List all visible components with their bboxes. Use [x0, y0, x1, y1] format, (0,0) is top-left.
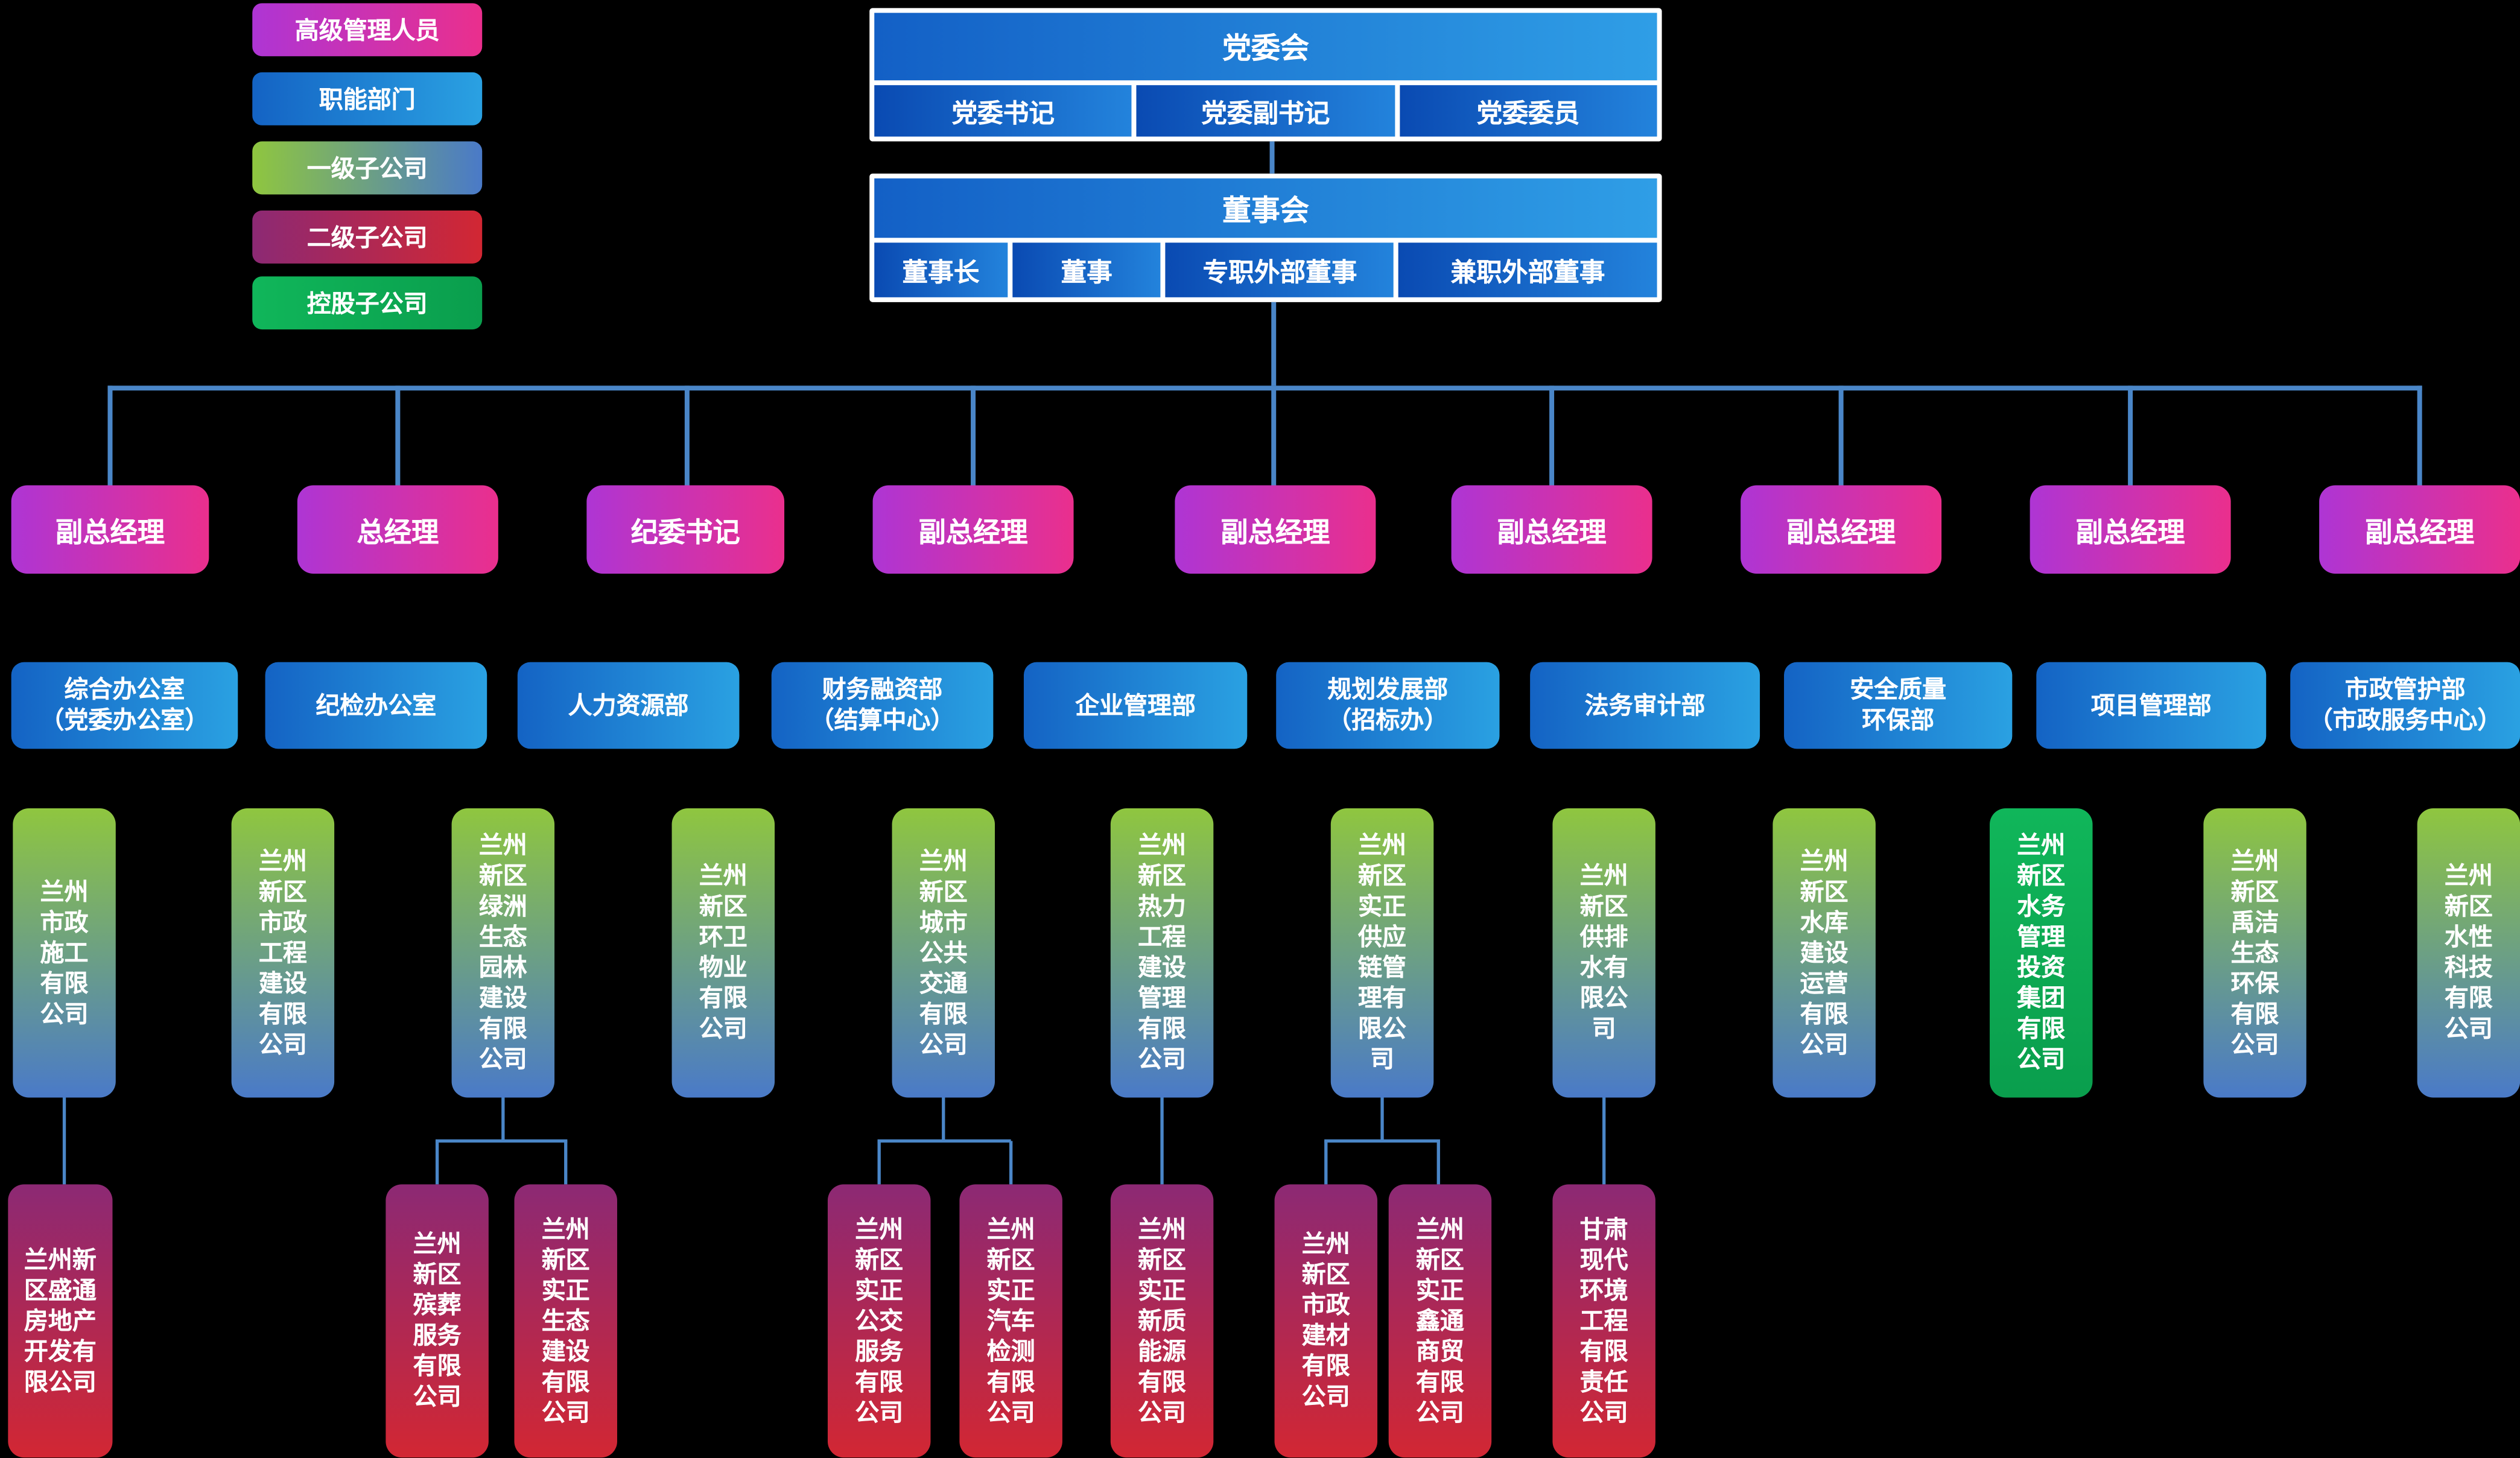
connector-line: [107, 385, 113, 486]
subsidiary-level1-node-2: 兰州新区市政工程建设有限公司: [231, 808, 335, 1098]
party-committee-title: 党委会: [874, 13, 1657, 81]
connector-line: [877, 1141, 881, 1185]
department-node-project-management: 项目管理部: [2036, 662, 2267, 749]
connector-line: [1380, 1097, 1384, 1141]
subsidiary-level1-node-6: 兰州新区热力工程建设管理有限公司: [1110, 808, 1214, 1098]
subsidiary-level1-node-4: 兰州新区环卫物业有限公司: [671, 808, 775, 1098]
management-node-deputy-gm-4: 副总经理: [1451, 485, 1652, 574]
connector-line: [1324, 1139, 1440, 1143]
connector-line: [564, 1141, 568, 1185]
department-node-safety-quality-environment: 安全质量 环保部: [1784, 662, 2013, 749]
connector-line: [395, 385, 401, 486]
subsidiary-level2-node-2: 兰州新区殡葬服务有限公司: [386, 1184, 489, 1458]
legend-item-functional-department: 职能部门: [252, 72, 483, 125]
board-member-parttime-external: 兼职外部董事: [1398, 242, 1657, 297]
board-member-director: 董事: [1012, 242, 1161, 297]
connector-line: [1271, 385, 1277, 486]
party-committee-block: 党委会 党委书记 党委副书记 党委委员: [869, 8, 1662, 142]
subsidiary-level1-node-11: 兰州新区禹洁生态环保有限公司: [2203, 808, 2306, 1098]
legend-item-level1-subsidiary: 一级子公司: [252, 141, 483, 195]
connector-line: [877, 1139, 1011, 1143]
party-member-committee-member: 党委委员: [1399, 85, 1657, 137]
party-member-secretary: 党委书记: [874, 85, 1132, 137]
subsidiary-level2-node-6: 兰州新区实正新质能源有限公司: [1110, 1184, 1214, 1458]
subsidiary-level2-node-7: 兰州新区市政建材有限公司: [1274, 1184, 1378, 1458]
legend-item-senior-management: 高级管理人员: [252, 3, 483, 57]
department-node-municipal-maintenance: 市政管护部 （市政服务中心）: [2290, 662, 2520, 749]
connector-line: [1549, 385, 1555, 486]
connector-line: [1838, 385, 1844, 486]
connector-line: [435, 1139, 568, 1143]
management-node-deputy-gm-6: 副总经理: [2030, 485, 2231, 574]
subsidiary-level2-node-3: 兰州新区实正生态建设有限公司: [514, 1184, 617, 1458]
party-member-deputy-secretary: 党委副书记: [1137, 85, 1395, 137]
connector-line: [2128, 385, 2133, 486]
subsidiary-level1-node-12: 兰州新区水性科技有限公司: [2417, 808, 2520, 1098]
subsidiary-level1-node-8: 兰州新区供排水有限公司: [1552, 808, 1655, 1098]
department-node-general-office: 综合办公室 （党委办公室）: [11, 662, 238, 749]
subsidiary-level1-node-7: 兰州新区实正供应链管理有限公司: [1330, 808, 1434, 1098]
connector-line: [2417, 385, 2422, 486]
subsidiary-level2-node-9: 甘肃现代环境工程有限责任公司: [1552, 1184, 1655, 1458]
legend-item-level2-subsidiary: 二级子公司: [252, 210, 483, 264]
management-node-discipline-secretary: 纪委书记: [586, 485, 785, 574]
connector-line: [942, 1097, 945, 1141]
management-node-deputy-gm-7: 副总经理: [2319, 485, 2520, 574]
subsidiary-level1-node-5: 兰州新区城市公共交通有限公司: [892, 808, 995, 1098]
board-member-fulltime-external: 专职外部董事: [1166, 242, 1394, 297]
connector-line: [971, 385, 976, 486]
management-node-deputy-gm-1: 副总经理: [11, 485, 209, 574]
connector-line: [62, 1097, 66, 1185]
department-node-finance: 财务融资部 （结算中心）: [771, 662, 994, 749]
connector-line: [1009, 1141, 1013, 1185]
connector-line: [435, 1141, 439, 1185]
management-node-deputy-gm-3: 副总经理: [1175, 485, 1376, 574]
subsidiary-level2-node-1: 兰州新区盛通房地产开发有限公司: [8, 1184, 113, 1458]
management-node-deputy-gm-5: 副总经理: [1741, 485, 1942, 574]
connector-line: [1271, 302, 1277, 386]
connector-line: [1160, 1097, 1164, 1185]
subsidiary-level2-node-5: 兰州新区实正汽车检测有限公司: [959, 1184, 1062, 1458]
subsidiary-holding-node-10: 兰州新区水务管理投资集团有限公司: [1990, 808, 2093, 1098]
department-node-hr: 人力资源部: [517, 662, 740, 749]
subsidiary-level2-node-8: 兰州新区实正鑫通商贸有限公司: [1388, 1184, 1492, 1458]
connector-line: [1324, 1141, 1328, 1185]
subsidiary-level1-node-3: 兰州新区绿洲生态园林建设有限公司: [451, 808, 555, 1098]
connector-line: [501, 1097, 505, 1141]
connector-line: [1269, 141, 1275, 174]
connector-line: [107, 385, 2422, 391]
management-node-gm: 总经理: [297, 485, 498, 574]
connector-line: [1436, 1141, 1440, 1185]
management-node-deputy-gm-2: 副总经理: [872, 485, 1074, 574]
department-node-planning-development: 规划发展部 （招标办）: [1276, 662, 1500, 749]
legend-item-holding-subsidiary: 控股子公司: [252, 276, 483, 330]
connector-line: [684, 385, 690, 486]
subsidiary-level1-node-1: 兰州市政施工有限公司: [13, 808, 116, 1098]
department-node-enterprise-management: 企业管理部: [1023, 662, 1248, 749]
connector-line: [1602, 1097, 1606, 1185]
subsidiary-level2-node-4: 兰州新区实正公交服务有限公司: [827, 1184, 931, 1458]
board-title: 董事会: [874, 178, 1657, 238]
subsidiary-level1-node-9: 兰州新区水库建设运营有限公司: [1773, 808, 1876, 1098]
department-node-discipline-office: 纪检办公室: [265, 662, 487, 749]
department-node-legal-audit: 法务审计部: [1530, 662, 1760, 749]
board-block: 董事会 董事长 董事 专职外部董事 兼职外部董事: [869, 173, 1662, 302]
board-member-chairman: 董事长: [874, 242, 1008, 297]
